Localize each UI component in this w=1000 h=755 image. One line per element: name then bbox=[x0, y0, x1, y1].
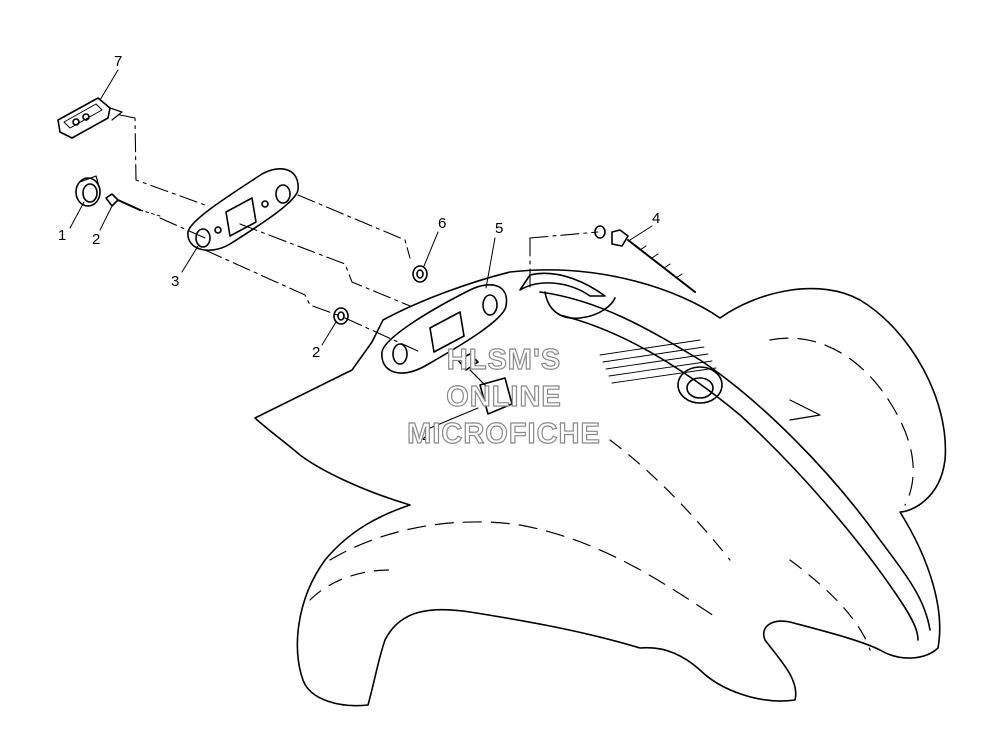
fender-hatching bbox=[599, 339, 717, 384]
part-2-washer bbox=[333, 307, 349, 325]
contour-line bbox=[309, 569, 391, 601]
fender-ridge bbox=[539, 291, 931, 631]
part-4-bolt bbox=[594, 225, 696, 293]
part-1-ignition-switch bbox=[75, 175, 101, 207]
handle-curve bbox=[544, 291, 616, 319]
handle-slot bbox=[519, 272, 606, 297]
fender-hole bbox=[677, 366, 723, 404]
part-3-mounting-plate bbox=[187, 168, 299, 252]
part-2-key bbox=[105, 193, 161, 217]
contour-line bbox=[329, 521, 721, 621]
leader-lines bbox=[69, 69, 653, 429]
watermark: HLSM'S ONLINE MICROFICHE bbox=[386, 342, 622, 453]
part-5-mounting-plate bbox=[381, 284, 508, 374]
fender-outline bbox=[254, 269, 947, 707]
callout-6: 6 bbox=[438, 215, 447, 232]
callout-2: 2 bbox=[422, 427, 431, 444]
contour-line bbox=[769, 337, 914, 506]
callout-2: 2 bbox=[312, 344, 321, 361]
callout-1: 1 bbox=[58, 227, 67, 244]
part-6-washer bbox=[412, 265, 428, 283]
contour-line bbox=[609, 439, 731, 561]
part-7-lamp-lens bbox=[57, 97, 123, 139]
watermark-line: MICROFICHE bbox=[407, 417, 601, 450]
assembly-lines bbox=[119, 114, 599, 353]
contour-line bbox=[789, 559, 871, 651]
fender-hole-inner bbox=[686, 377, 714, 399]
callout-2: 2 bbox=[92, 231, 101, 248]
contour-line bbox=[789, 399, 821, 421]
callout-4: 4 bbox=[652, 210, 661, 227]
watermark-line: ONLINE bbox=[446, 380, 562, 413]
callout-3: 3 bbox=[171, 273, 180, 290]
callout-7: 7 bbox=[114, 53, 123, 70]
part-2-switch-body bbox=[457, 353, 513, 415]
rear-fender bbox=[254, 269, 947, 707]
fender-ridge-inner bbox=[559, 314, 919, 641]
callout-5: 5 bbox=[495, 220, 504, 237]
watermark-line: HLSM'S bbox=[446, 343, 562, 376]
